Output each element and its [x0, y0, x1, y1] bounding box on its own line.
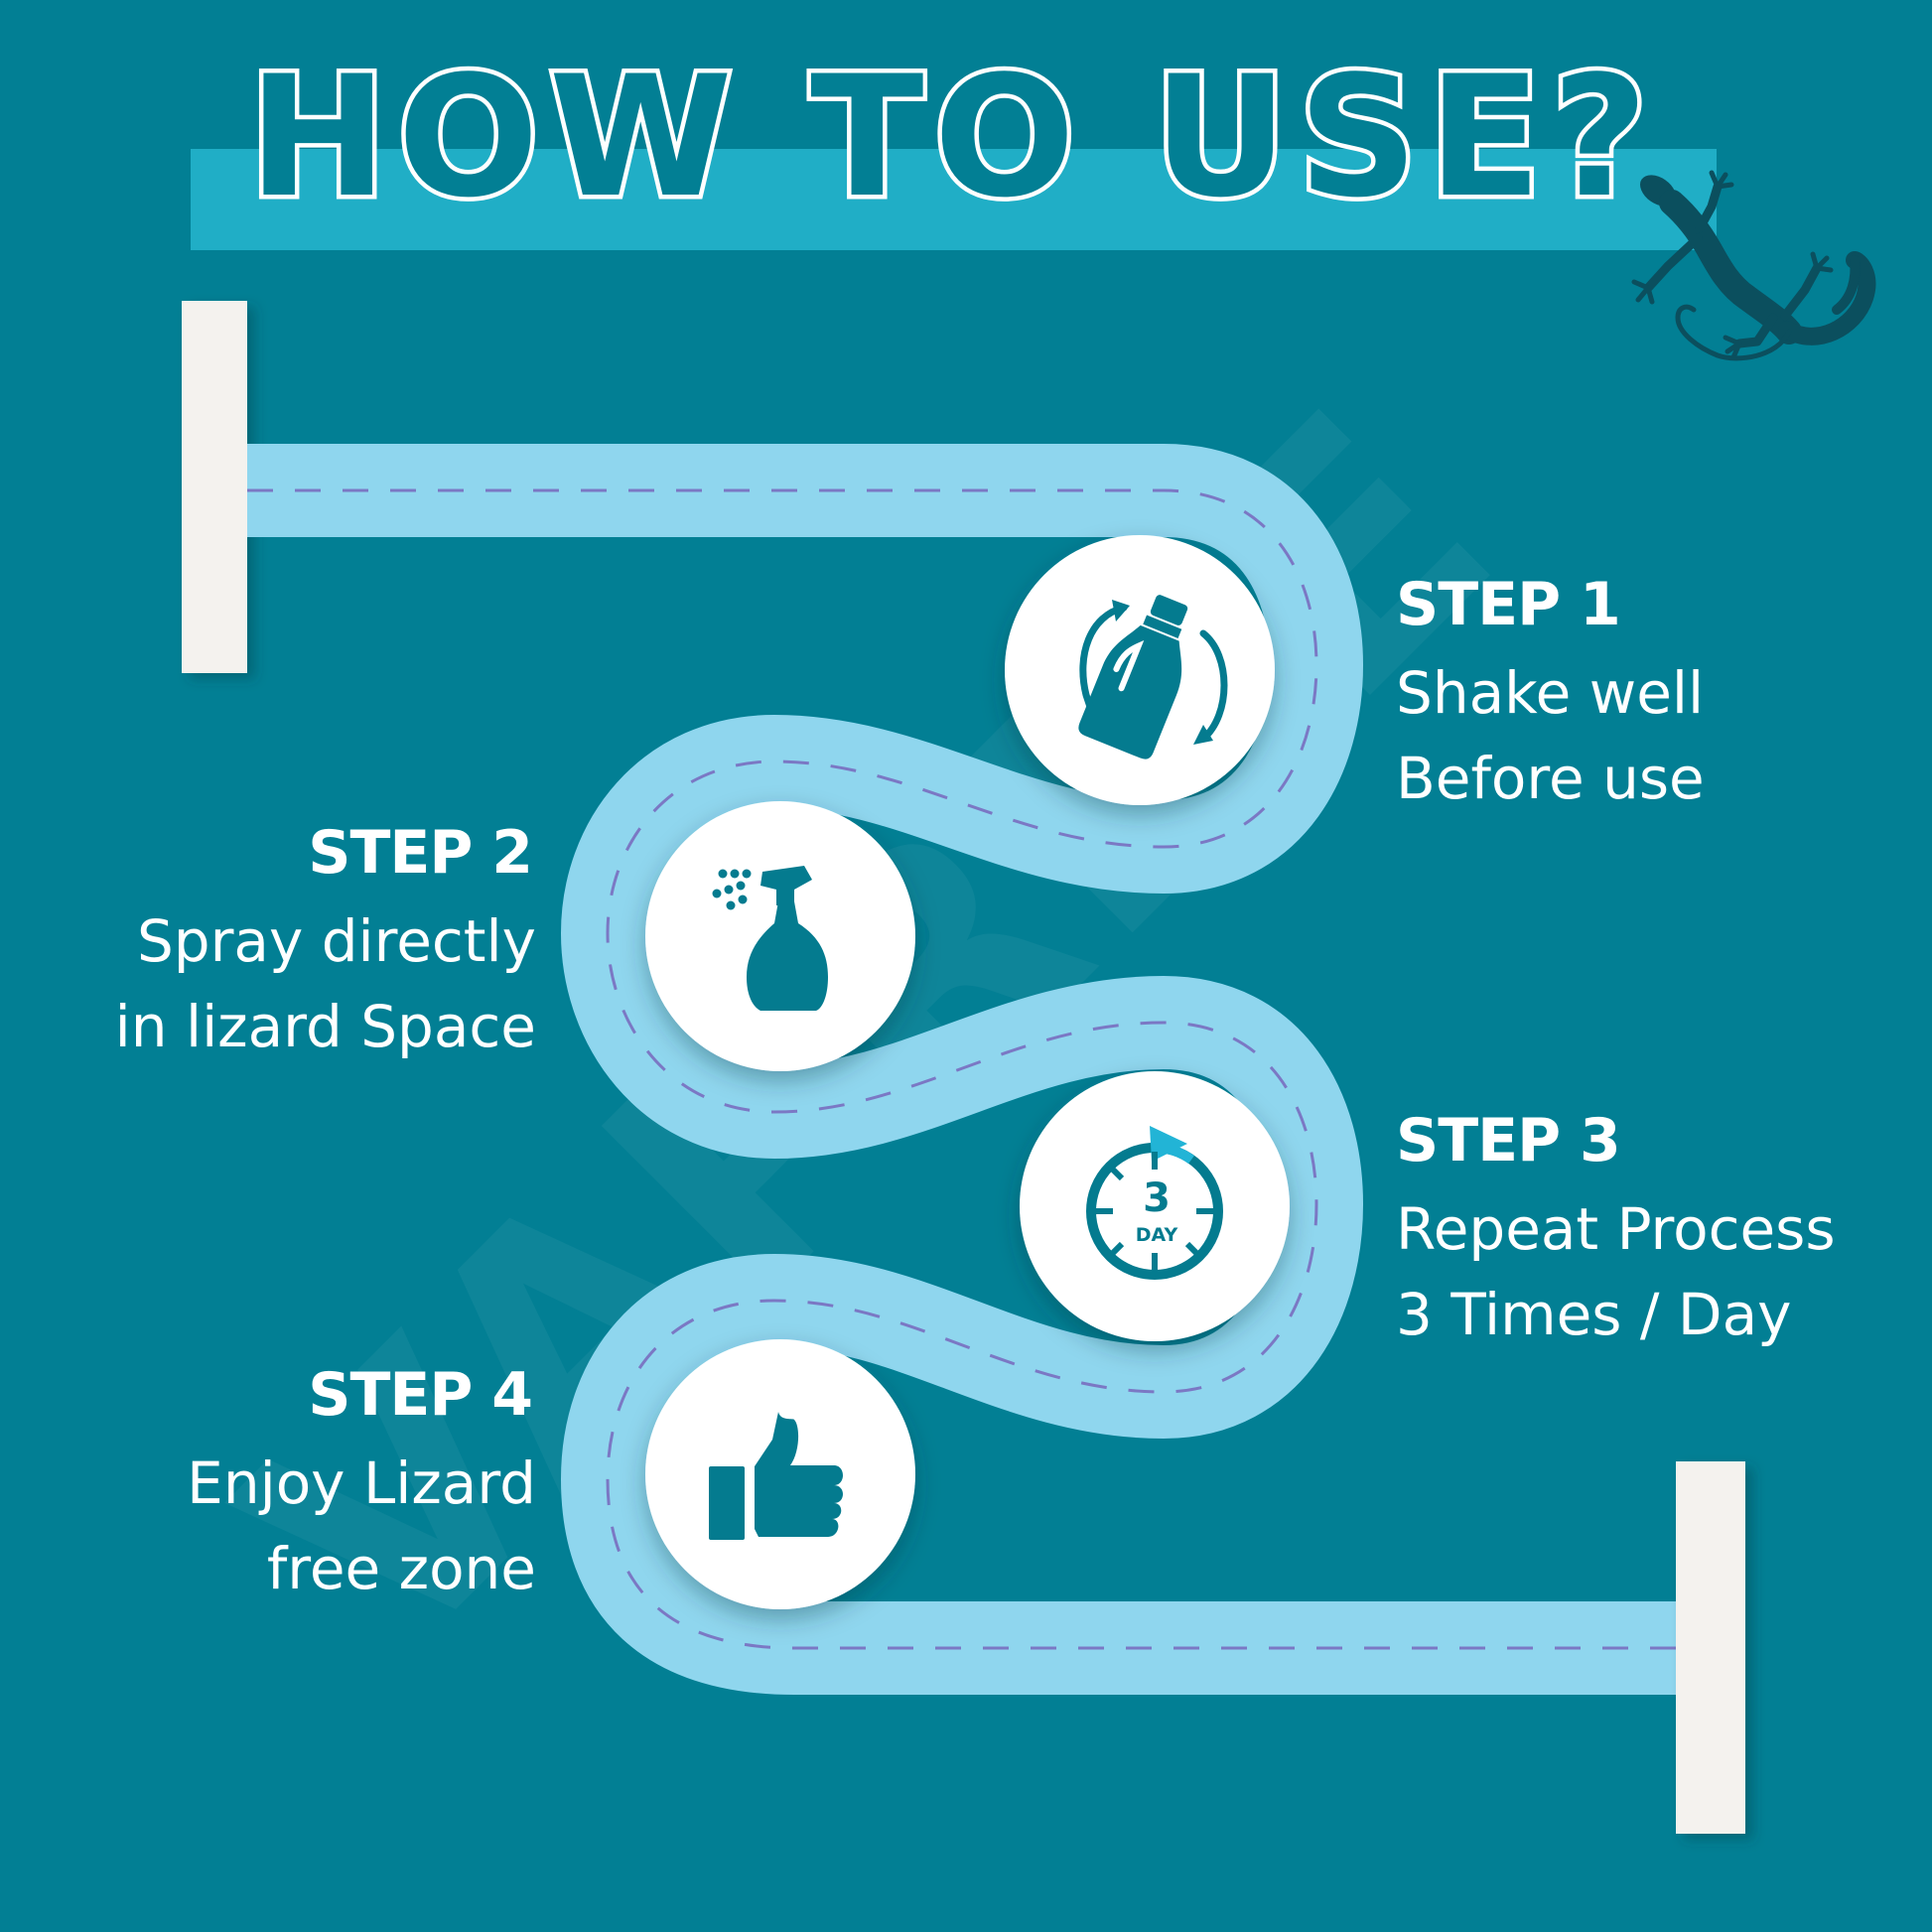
step-2-badge	[645, 801, 915, 1071]
spray-bottle-icon	[712, 866, 828, 1011]
step-2-line-2: in lizard Space	[114, 993, 536, 1060]
step-4-line-2: free zone	[266, 1535, 536, 1602]
step-3-line-1: Repeat Process	[1396, 1195, 1836, 1263]
step-4-badge	[645, 1339, 915, 1609]
step-1-line-2: Before use	[1396, 745, 1705, 812]
shake-bottle-icon	[1078, 595, 1228, 759]
step-4-label: STEP 4	[308, 1360, 533, 1430]
step-3-line-2: 3 Times / Day	[1396, 1281, 1792, 1348]
step-3-badge: 3 DAY	[1020, 1071, 1290, 1341]
timer-number: 3	[1143, 1175, 1171, 1221]
end-post	[1676, 1461, 1745, 1834]
thumbs-up-icon	[709, 1412, 843, 1540]
step-3-label: STEP 3	[1396, 1106, 1621, 1175]
lizard-icon	[1631, 170, 1876, 361]
step-4-line-1: Enjoy Lizard	[187, 1449, 536, 1517]
step-1-line-1: Shake well	[1396, 659, 1705, 727]
timer-unit: DAY	[1136, 1224, 1178, 1246]
start-post	[182, 301, 247, 673]
step-2-line-1: Spray directly	[136, 907, 536, 975]
step-1-label: STEP 1	[1396, 570, 1621, 639]
timer-3-day-icon: 3 DAY	[1086, 1126, 1223, 1280]
page-title: HOW TO USE?	[248, 40, 1658, 234]
step-2-label: STEP 2	[308, 818, 533, 888]
road-centerline	[247, 488, 1676, 1650]
step-1-badge	[1005, 535, 1275, 805]
title-band	[191, 149, 1717, 250]
